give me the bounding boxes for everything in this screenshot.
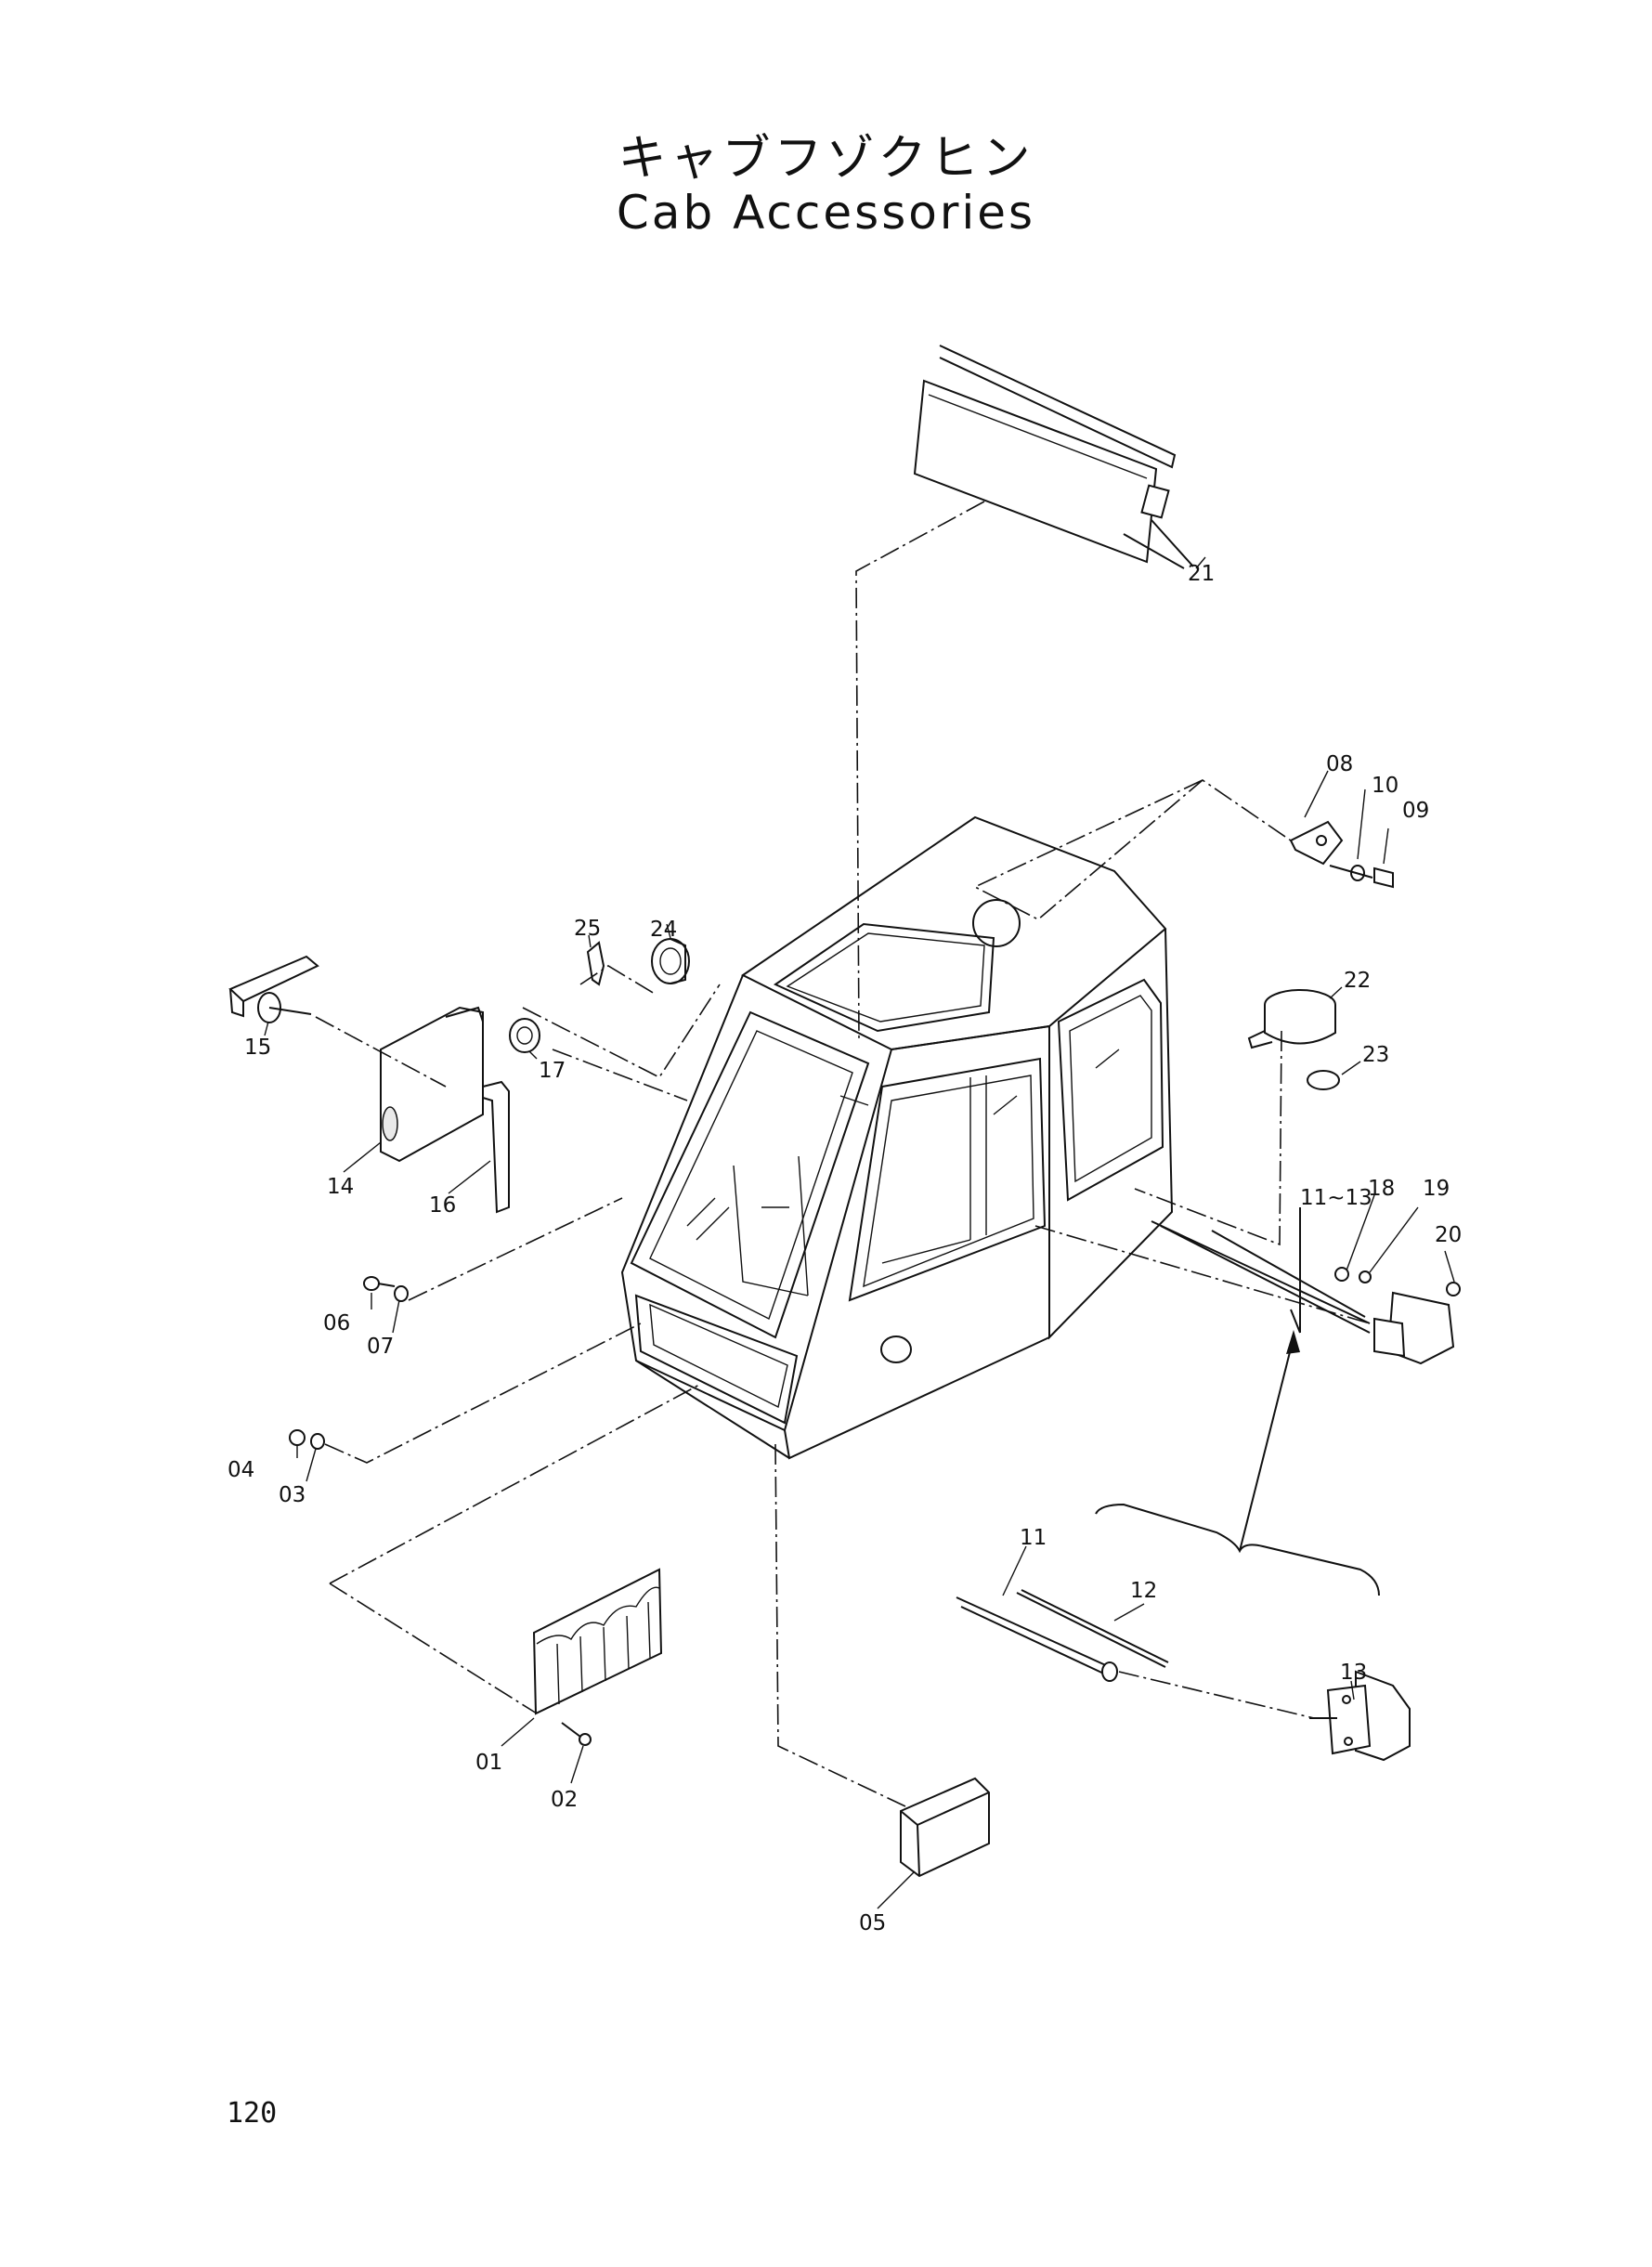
part-02-screw bbox=[561, 1722, 592, 1746]
callout-24: 24 bbox=[650, 918, 677, 942]
part-14-plate bbox=[380, 1006, 484, 1163]
callout-01: 01 bbox=[475, 1751, 502, 1775]
part-11-wiper-arm bbox=[956, 1596, 1118, 1682]
part-25-clip bbox=[586, 941, 605, 986]
callout-11: 11 bbox=[1020, 1526, 1047, 1550]
callout-15: 15 bbox=[244, 1036, 271, 1060]
callout-11-13: 11~13 bbox=[1300, 1186, 1372, 1210]
part-21-sun-visor bbox=[913, 345, 1194, 569]
callout-23: 23 bbox=[1362, 1043, 1389, 1067]
bolt-06 bbox=[363, 1276, 396, 1291]
callout-10: 10 bbox=[1372, 774, 1398, 798]
callout-19: 19 bbox=[1423, 1177, 1450, 1201]
title-japanese: キャブフゾクヒン bbox=[618, 131, 1034, 187]
callout-13: 13 bbox=[1340, 1661, 1367, 1685]
callout-02: 02 bbox=[551, 1788, 578, 1812]
callout-08: 08 bbox=[1326, 752, 1353, 776]
callout-07: 07 bbox=[367, 1335, 394, 1359]
part-17-grommet bbox=[509, 1018, 540, 1053]
part-22-dome-light bbox=[1247, 989, 1340, 1090]
part-13-wiper-motor bbox=[1309, 1670, 1411, 1762]
callout-17: 17 bbox=[539, 1059, 566, 1083]
callout-03: 03 bbox=[279, 1483, 306, 1507]
part-12-wiper-blade bbox=[1016, 1589, 1169, 1668]
part-01-curtain bbox=[532, 1568, 663, 1715]
callout-22: 22 bbox=[1344, 969, 1371, 993]
part-16-hook bbox=[482, 1080, 510, 1214]
part-11-13-wiper-assembly bbox=[1151, 1207, 1461, 1365]
part-08-bracket bbox=[1289, 820, 1394, 889]
callout-14: 14 bbox=[327, 1175, 354, 1199]
washer-07 bbox=[394, 1285, 409, 1302]
callout-ticks bbox=[264, 556, 1455, 1909]
callout-21: 21 bbox=[1188, 562, 1215, 586]
callout-18: 18 bbox=[1368, 1177, 1395, 1201]
washer-03 bbox=[310, 1433, 325, 1450]
callout-16: 16 bbox=[429, 1193, 456, 1218]
callout-25: 25 bbox=[574, 917, 601, 941]
part-24-speaker bbox=[651, 938, 690, 984]
title-english: Cab Accessories bbox=[616, 186, 1036, 240]
callout-20: 20 bbox=[1435, 1223, 1462, 1247]
bolt-04 bbox=[289, 1429, 306, 1446]
callout-04: 04 bbox=[228, 1458, 254, 1482]
page-number: 120 bbox=[227, 2097, 278, 2130]
assembly-brace bbox=[1095, 1330, 1380, 1596]
leader-lines bbox=[315, 501, 1371, 1807]
cab-body bbox=[620, 815, 1174, 1460]
callout-12: 12 bbox=[1130, 1579, 1157, 1603]
part-05-box bbox=[900, 1777, 990, 1878]
callout-09: 09 bbox=[1402, 799, 1429, 823]
callout-05: 05 bbox=[859, 1911, 886, 1935]
callout-06: 06 bbox=[323, 1311, 350, 1335]
part-15-holder bbox=[228, 955, 319, 1023]
